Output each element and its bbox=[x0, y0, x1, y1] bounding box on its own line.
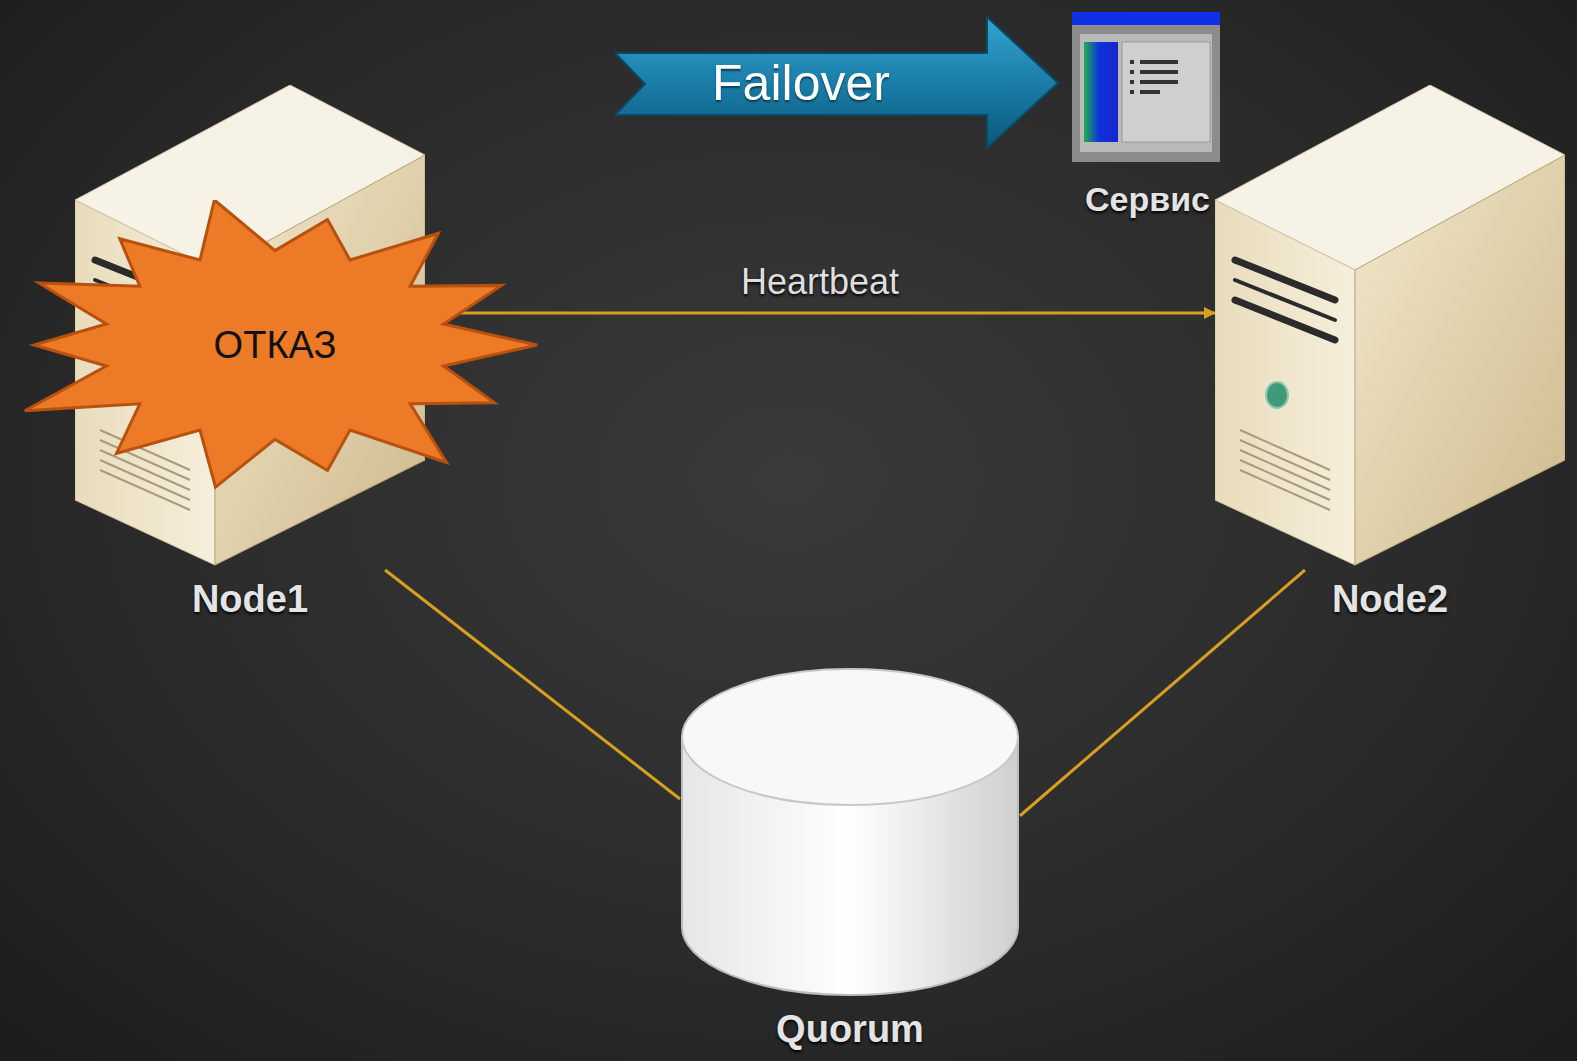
quorum-disk: Quorum bbox=[680, 665, 1020, 1000]
arrow-label: Failover bbox=[615, 15, 987, 150]
service-icon: Сервис bbox=[1070, 12, 1225, 217]
cylinder-shape bbox=[680, 665, 1020, 1000]
failure-label: ОТКАЗ bbox=[10, 200, 540, 490]
edge-label: Heartbeat bbox=[741, 261, 899, 303]
connector-line bbox=[385, 570, 680, 799]
failure-burst: ОТКАЗ bbox=[10, 200, 540, 490]
service-illustration bbox=[1070, 12, 1225, 162]
service-label: Сервис bbox=[1085, 180, 1210, 219]
server-node: Node2 bbox=[1215, 85, 1565, 570]
server-illustration bbox=[1215, 85, 1565, 570]
node-label: Node1 bbox=[192, 578, 308, 621]
connector-line bbox=[1020, 570, 1305, 816]
node-label: Node2 bbox=[1332, 578, 1448, 621]
connector-line bbox=[425, 311, 1215, 314]
node-label: Quorum bbox=[776, 1008, 924, 1051]
failover-arrow: Failover bbox=[615, 15, 1060, 150]
